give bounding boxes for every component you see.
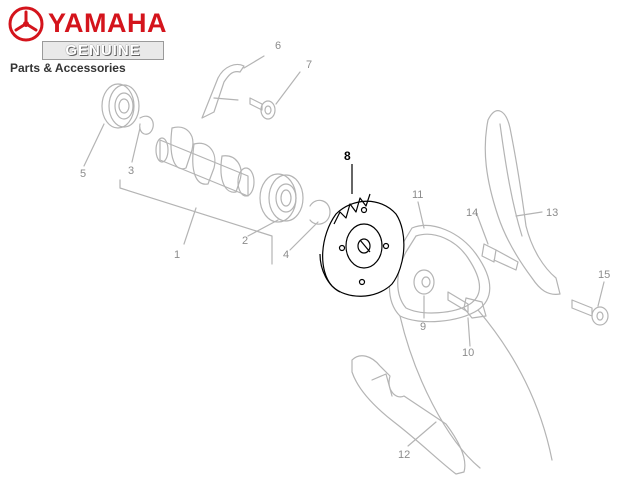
part-label-14[interactable]: 14 — [466, 207, 478, 219]
part-10-bolt — [447, 291, 487, 319]
part-label-12[interactable]: 12 — [398, 449, 410, 461]
part-1-camshaft — [155, 126, 255, 197]
part-label-11[interactable]: 11 — [412, 189, 423, 201]
part-label-10[interactable]: 10 — [462, 347, 474, 359]
part-13-chain-guide — [484, 110, 561, 295]
part-label-6[interactable]: 6 — [275, 40, 281, 52]
part-15-bolt — [571, 299, 609, 326]
part-8-sprocket[interactable] — [319, 164, 405, 297]
part-11-timing-chain — [388, 224, 491, 323]
part-label-4[interactable]: 4 — [283, 249, 289, 261]
genuine-badge: GENUINE — [42, 41, 164, 60]
brand-tagline: Parts & Accessories — [10, 61, 126, 75]
part-label-8[interactable]: 8 — [344, 149, 351, 163]
part-9-washer — [413, 269, 435, 295]
brand-name: YAMAHA — [48, 8, 168, 38]
part-12-chain-guide — [351, 355, 466, 475]
part-label-15[interactable]: 15 — [598, 269, 610, 281]
tuning-fork-emblem-icon — [8, 6, 44, 42]
part-2-bearing — [259, 173, 304, 223]
part-label-3[interactable]: 3 — [128, 165, 134, 177]
part-label-5[interactable]: 5 — [80, 168, 86, 180]
part-label-13[interactable]: 13 — [546, 207, 558, 219]
part-3-circlip — [139, 115, 154, 135]
part-label-9[interactable]: 9 — [420, 321, 426, 333]
part-label-1[interactable]: 1 — [174, 249, 180, 261]
part-7-bolt — [249, 97, 276, 120]
part-4-circlip — [309, 199, 331, 225]
part-14-bolt — [481, 243, 519, 271]
part-5-bearing — [101, 83, 140, 129]
part-6-bracket — [201, 63, 245, 119]
part-label-2[interactable]: 2 — [242, 235, 248, 247]
part-label-7[interactable]: 7 — [306, 59, 312, 71]
yamaha-logo: YAMAHA GENUINE Parts & Accessories — [8, 6, 168, 75]
